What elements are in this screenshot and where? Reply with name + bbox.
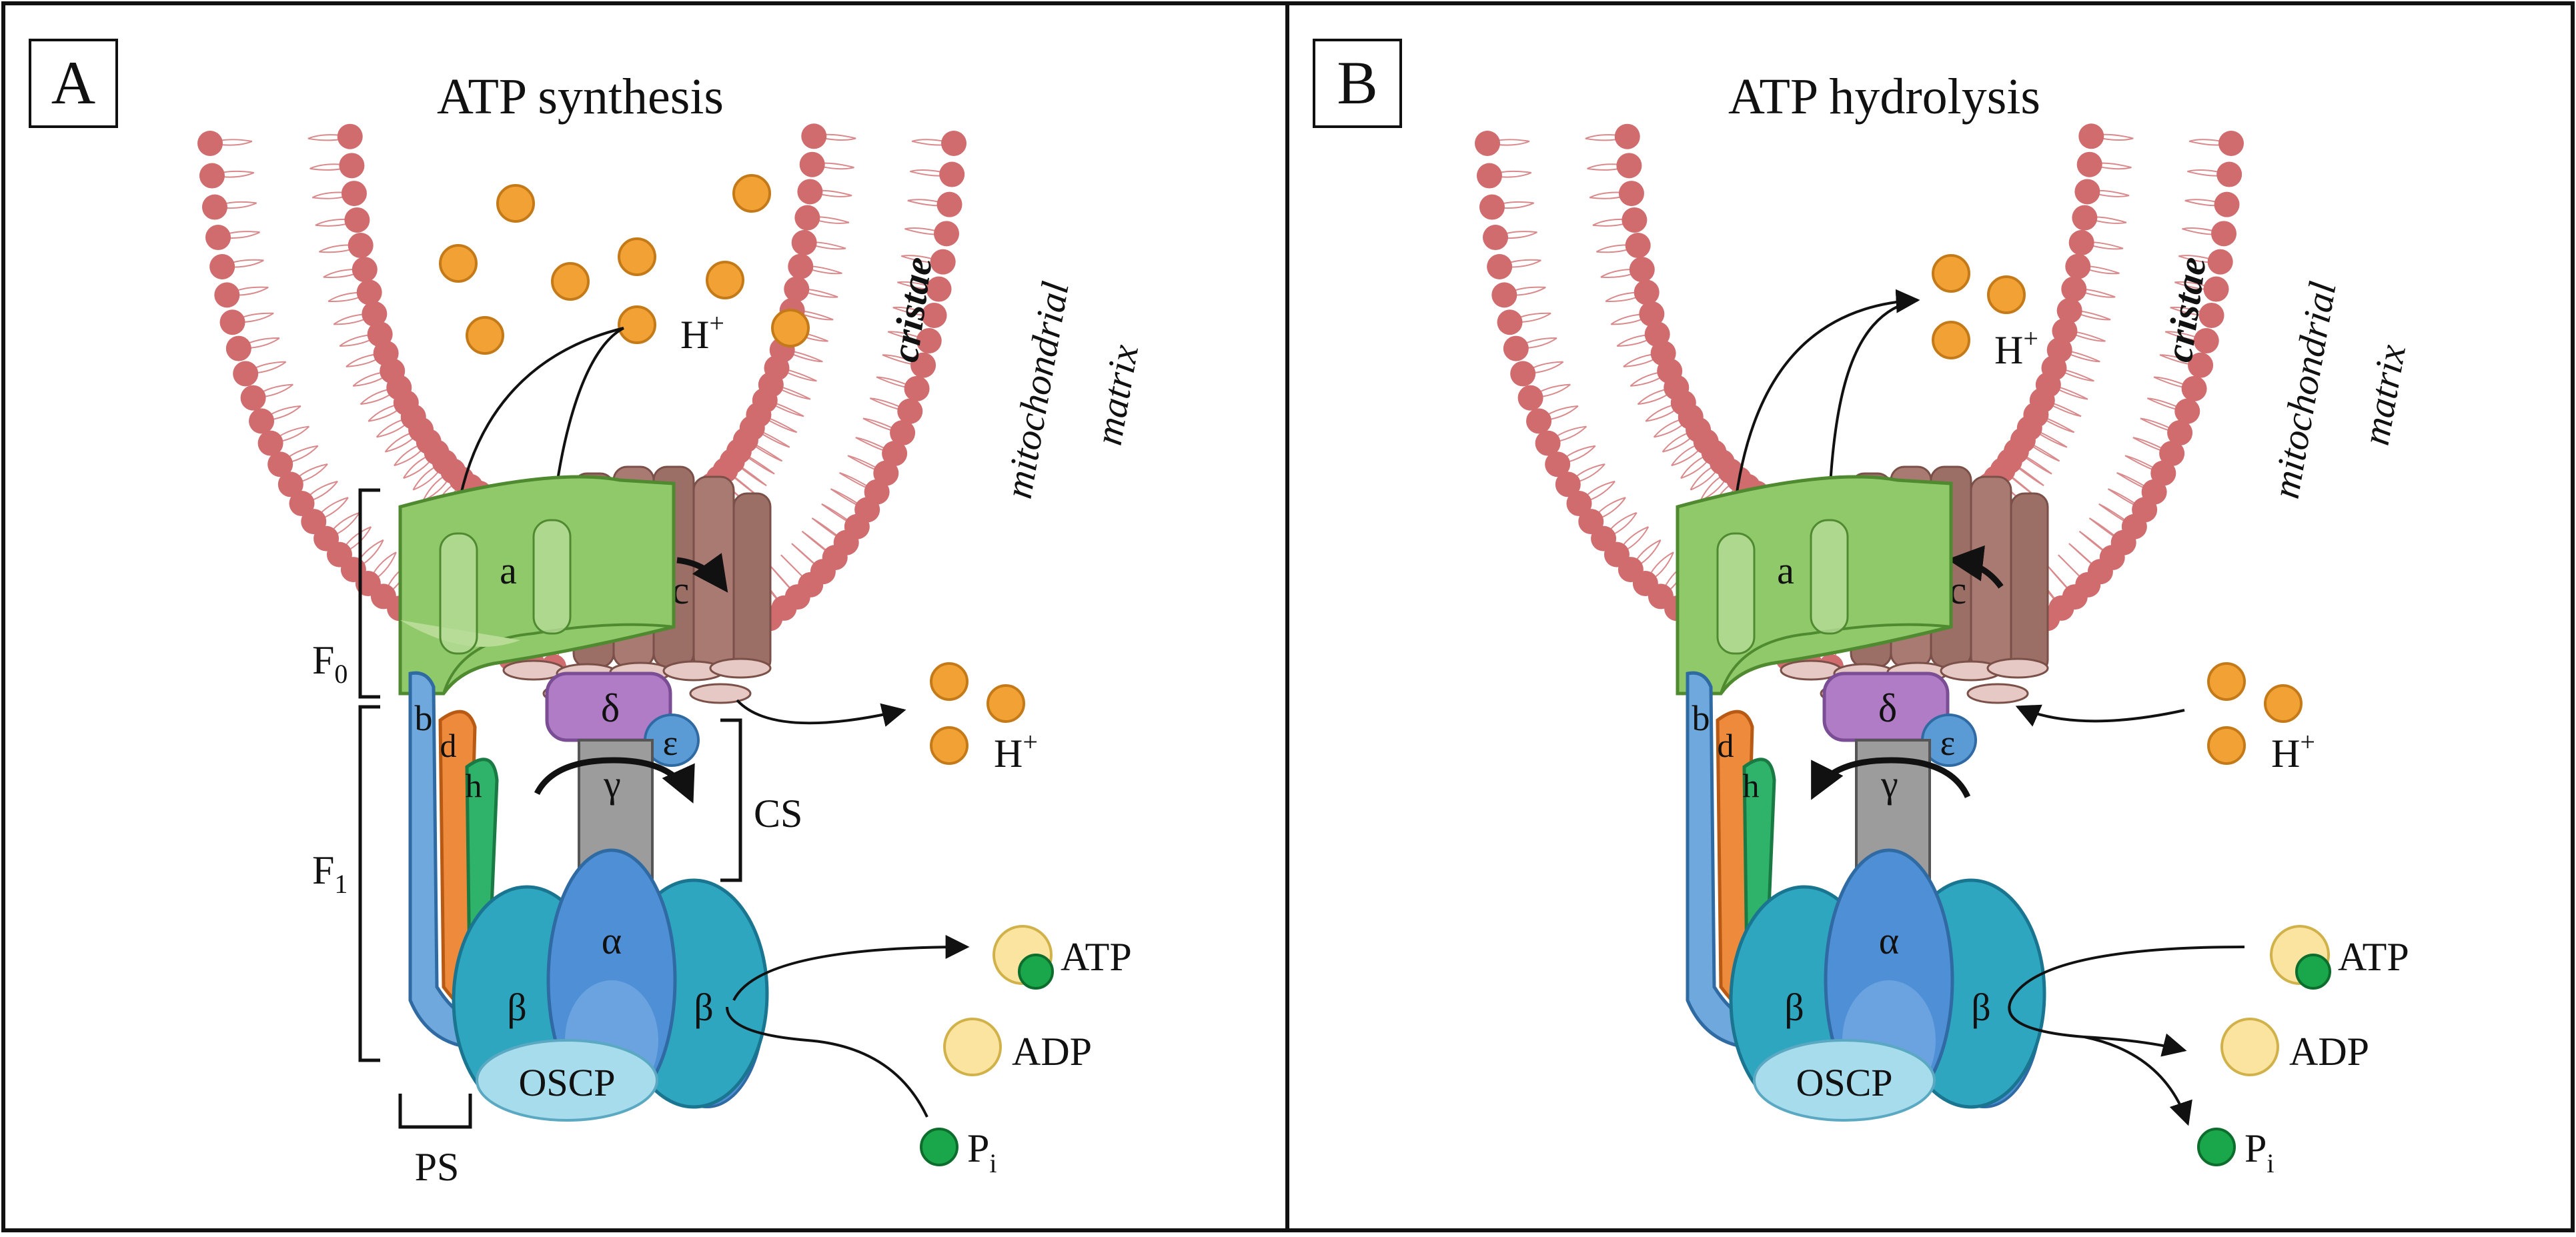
subunit-a-label: a	[500, 549, 517, 592]
adp-molecule	[2220, 1018, 2279, 1076]
adp-label: ADP	[1012, 1030, 1092, 1074]
adp-label: ADP	[2289, 1030, 2369, 1074]
phosphate	[2197, 1128, 2236, 1166]
panel-b-frame	[1285, 1, 2575, 1232]
bracket-ps	[398, 1094, 472, 1129]
subunit-b-label: b	[1692, 698, 1710, 738]
proton	[1932, 254, 1970, 293]
atp-label: ATP	[2338, 935, 2409, 979]
pi-arrow	[2084, 1036, 2192, 1126]
proton-arrow	[444, 327, 624, 543]
subunit-gamma-label: γ	[603, 762, 621, 806]
pi-label: Pi	[2244, 1126, 2275, 1178]
subunit-a-label: a	[1777, 549, 1794, 592]
phosphate	[920, 1128, 958, 1166]
proton-label-upper: H+	[1994, 323, 2038, 372]
phosphate-bound	[1018, 954, 1054, 990]
atp-label: ATP	[1061, 935, 1132, 979]
proton	[706, 261, 744, 299]
rotation-arrow-gamma	[1811, 757, 1971, 800]
bracket-fo	[358, 488, 380, 699]
subunit-d-label: d	[440, 727, 457, 764]
subunit-oscp	[1753, 1039, 1936, 1122]
subunit-h-label: h	[466, 767, 482, 804]
proton	[930, 726, 969, 765]
subunit-d-label: d	[1718, 727, 1734, 764]
subunit-alpha-label: α	[602, 919, 622, 962]
ps-label: PS	[415, 1145, 460, 1189]
proton	[771, 309, 810, 347]
phosphate-bound	[2295, 954, 2331, 990]
rotation-arrow-c	[676, 553, 728, 593]
proton	[1932, 321, 1970, 359]
bracket-f1	[358, 705, 380, 1062]
panel-title: ATP synthesis	[437, 69, 724, 125]
panel-letter: B	[1337, 49, 1377, 117]
proton-cluster-upper	[1932, 254, 2026, 359]
proton	[618, 305, 656, 344]
proton	[2207, 662, 2246, 701]
subunit-beta-label: β	[1784, 986, 1804, 1029]
subunit-h-label: h	[1743, 767, 1760, 804]
f1-label: F1	[312, 848, 348, 899]
subunit-delta-label: δ	[601, 686, 620, 730]
proton	[987, 684, 1025, 723]
panel-a: A ATP synthesis cristae mitochondrial ma…	[29, 39, 1147, 1189]
proton	[2264, 684, 2303, 723]
subunit-epsilon-label: ε	[1940, 723, 1956, 763]
proton	[551, 262, 590, 301]
adp-molecule	[943, 1018, 1002, 1076]
subunit-gamma-label: γ	[1880, 762, 1898, 806]
matrix-label-2: matrix	[2354, 341, 2414, 449]
subunit-delta-label: δ	[1878, 686, 1897, 730]
panel-b: B ATP hydrolysis cristae mitochondrial m…	[1313, 39, 2414, 1178]
matrix-label-1: mitochondrial	[2264, 278, 2345, 501]
proton-cluster-lower	[930, 662, 1025, 765]
subunit-b-label: b	[415, 698, 433, 738]
subunit-alpha-label: α	[1879, 919, 1899, 962]
proton-arrow-exit	[736, 699, 906, 727]
proton-arrow-entry	[2015, 704, 2185, 727]
proton	[2207, 726, 2246, 765]
panel-letter: A	[51, 49, 95, 117]
proton	[1987, 275, 2026, 314]
proton	[618, 237, 656, 276]
panel-letter-box	[29, 39, 118, 128]
rotation-arrow-gamma	[534, 757, 695, 804]
adp-pi-arrow	[726, 1006, 928, 1118]
subunit-beta-label: β	[507, 986, 527, 1029]
proton-cluster-lower	[2207, 662, 2303, 765]
subunit-oscp	[476, 1039, 658, 1122]
proton	[930, 662, 969, 701]
proton	[732, 174, 771, 213]
matrix-label-1: mitochondrial	[997, 278, 1077, 501]
matrix-label-2: matrix	[1087, 341, 1147, 449]
subunit-epsilon-label: ε	[663, 723, 678, 763]
proton-label-lower: H+	[994, 727, 1038, 776]
proton	[466, 316, 504, 355]
proton-cluster-upper	[439, 174, 810, 355]
proton	[496, 184, 535, 223]
proton-label-upper: H+	[680, 308, 724, 357]
proton-label-lower: H+	[2271, 727, 2315, 776]
atp-arrow	[732, 935, 970, 1001]
subunit-oscp-label: OSCP	[518, 1061, 615, 1104]
atp-arrow	[2008, 946, 2245, 1057]
subunit-beta-label: β	[1971, 986, 1991, 1029]
bracket-cs	[720, 718, 742, 882]
panel-title: ATP hydrolysis	[1728, 69, 2040, 125]
pi-label: Pi	[967, 1126, 997, 1178]
proton	[439, 244, 478, 283]
subunit-beta-label: β	[694, 986, 714, 1029]
cs-label: CS	[754, 792, 802, 836]
rotation-arrow-c	[1947, 545, 2004, 589]
subunit-oscp-label: OSCP	[1796, 1061, 1892, 1104]
panel-letter-box	[1313, 39, 1402, 128]
fo-label: F0	[312, 638, 348, 689]
